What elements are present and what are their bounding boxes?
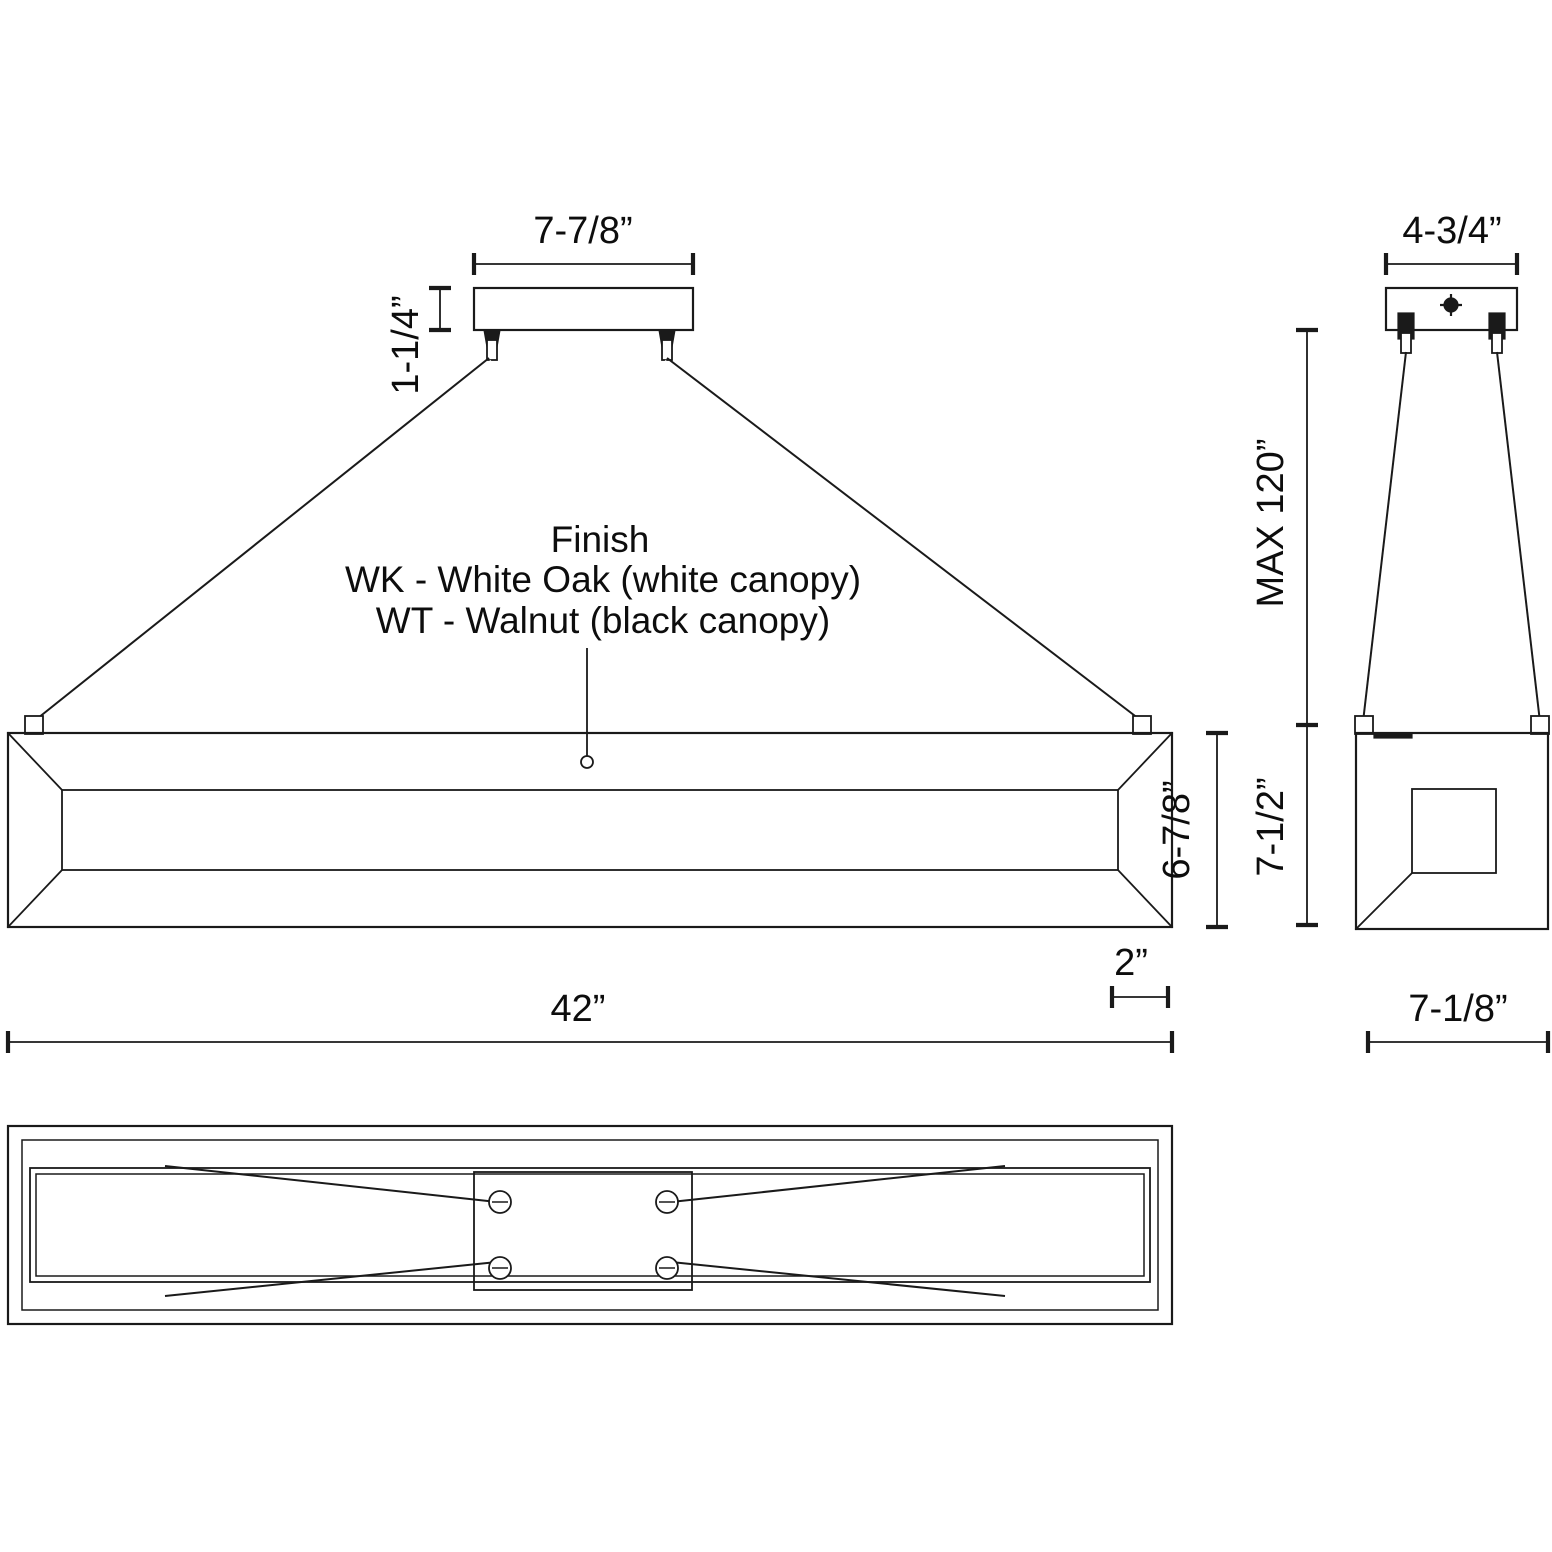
plan-cables xyxy=(164,1165,1006,1297)
dim-body-length xyxy=(5,1031,1175,1053)
dim-body-depth xyxy=(1365,1031,1551,1053)
front-cable-gripper-left xyxy=(483,329,501,361)
dim-frame-face xyxy=(1109,986,1171,1008)
dim-label-max-drop: MAX 120” xyxy=(1250,439,1292,608)
dim-label-body-height-side: 7-1/2” xyxy=(1250,777,1292,876)
side-fixture-body xyxy=(1354,731,1550,931)
dim-canopy-width-side xyxy=(1383,253,1520,275)
dim-canopy-width-front xyxy=(471,253,696,275)
finish-heading: Finish xyxy=(551,519,650,560)
plan-mount-points xyxy=(488,1190,679,1280)
side-elevation-view xyxy=(1296,253,1551,1053)
dim-label-canopy-width-side: 4-3/4” xyxy=(1402,210,1501,252)
canopy-screw-icon xyxy=(1440,294,1462,316)
dim-body-height-side xyxy=(1296,725,1318,928)
front-suspension-cables xyxy=(24,357,1152,735)
bottom-plan-view xyxy=(6,1124,1174,1326)
side-suspension-cables xyxy=(1354,351,1550,735)
side-cable-gripper-right xyxy=(1488,312,1506,354)
front-canopy xyxy=(472,286,695,361)
front-cable-gripper-right xyxy=(658,329,676,361)
finish-leader xyxy=(580,648,594,769)
dim-label-body-length: 42” xyxy=(551,988,606,1030)
finish-option-white-oak: WK - White Oak (white canopy) xyxy=(345,559,861,600)
side-canopy xyxy=(1384,286,1519,354)
dim-canopy-height-front xyxy=(429,285,451,333)
dim-body-height-front xyxy=(1206,730,1228,930)
front-fixture-body xyxy=(6,731,1174,929)
dim-label-body-depth: 7-1/8” xyxy=(1408,988,1507,1030)
front-elevation-view xyxy=(5,253,1228,1053)
finish-option-walnut: WT - Walnut (black canopy) xyxy=(376,600,830,641)
side-cable-gripper-left xyxy=(1397,312,1415,354)
dim-label-body-height-front: 6-7/8” xyxy=(1156,780,1198,879)
dim-max-drop xyxy=(1296,327,1318,728)
dim-label-frame-face: 2” xyxy=(1114,942,1148,984)
dim-label-canopy-width-front: 7-7/8” xyxy=(533,210,632,252)
dim-label-canopy-height-front: 1-1/4” xyxy=(385,295,427,394)
